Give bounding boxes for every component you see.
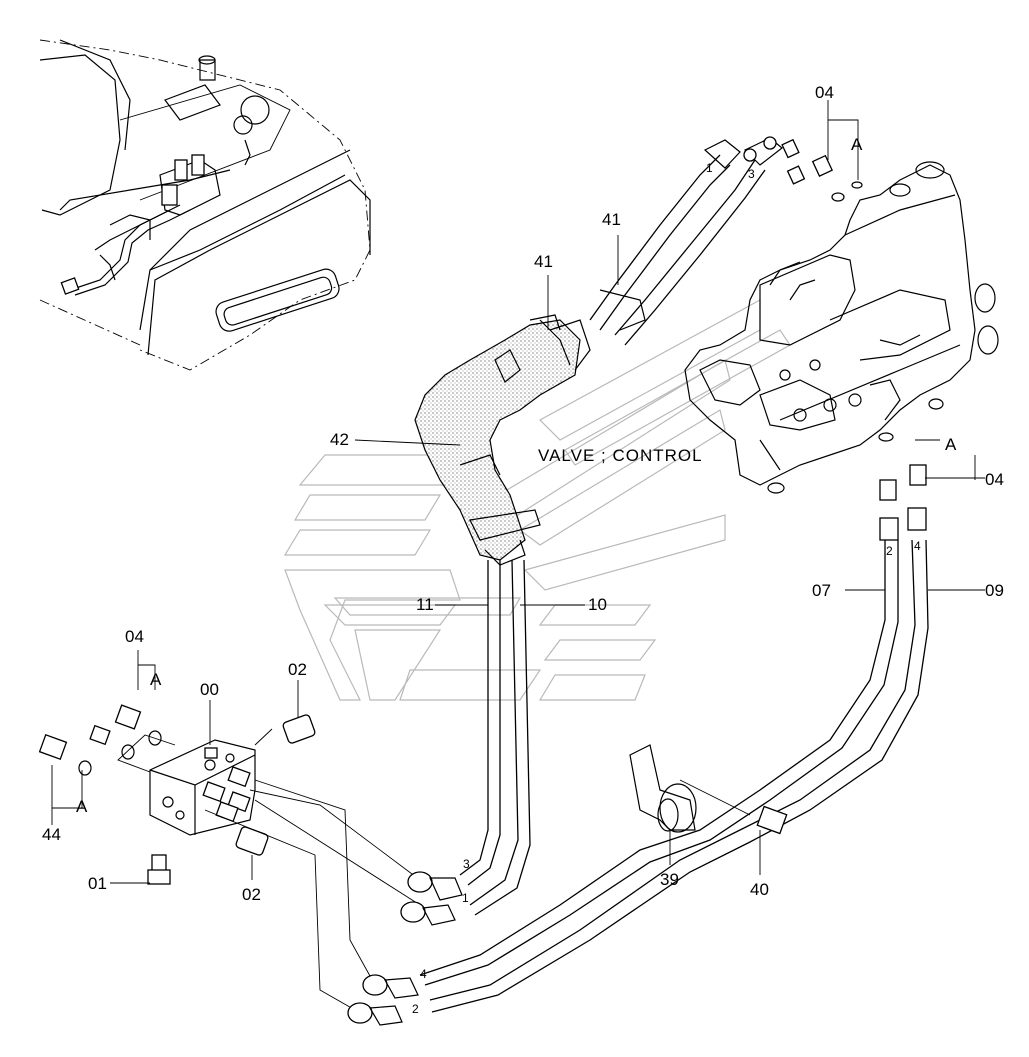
machine-body-sketch bbox=[39, 39, 371, 371]
callout-41-a: 41 bbox=[602, 210, 621, 229]
text-labels: VALVE ; CONTROL 04 04 04 41 41 42 11 10 … bbox=[42, 83, 1004, 1016]
callout-41-b: 41 bbox=[534, 252, 553, 271]
hose-number-3-bottom: 3 bbox=[463, 857, 470, 871]
ref-a-top: A bbox=[851, 135, 863, 154]
hose-number-4-right: 4 bbox=[914, 539, 921, 553]
right-fittings bbox=[879, 464, 927, 541]
lower-hoses bbox=[419, 539, 929, 1013]
upper-hoses bbox=[589, 136, 863, 346]
hose-number-4-bottom: 4 bbox=[420, 967, 427, 981]
control-valve bbox=[684, 161, 999, 494]
hose-number-1-bottom: 1 bbox=[462, 891, 469, 905]
bottom-end-fittings bbox=[347, 871, 463, 1026]
ref-a-right: A bbox=[945, 435, 957, 454]
callout-00: 00 bbox=[200, 680, 219, 699]
hose-number-1-top: 1 bbox=[706, 161, 713, 175]
watermark-logo bbox=[283, 298, 791, 701]
callout-42: 42 bbox=[330, 430, 349, 449]
hose-number-2-right: 2 bbox=[886, 544, 893, 558]
callout-04-right: 04 bbox=[985, 470, 1004, 489]
callout-01: 01 bbox=[88, 874, 107, 893]
callout-02-bottom: 02 bbox=[242, 885, 261, 904]
callout-40: 40 bbox=[750, 880, 769, 899]
leader-lines bbox=[51, 100, 985, 884]
callout-11: 11 bbox=[416, 595, 434, 614]
ref-a-left-top: A bbox=[150, 670, 162, 689]
ref-a-left-bottom: A bbox=[76, 797, 88, 816]
valve-control-label: VALVE ; CONTROL bbox=[538, 446, 703, 465]
hose-protector bbox=[414, 289, 646, 566]
callout-09: 09 bbox=[985, 581, 1004, 600]
callout-02-top: 02 bbox=[288, 660, 307, 679]
callout-04-top: 04 bbox=[815, 83, 834, 102]
hose-number-2-bottom: 2 bbox=[412, 1002, 419, 1016]
callout-39: 39 bbox=[660, 870, 679, 889]
hose-number-3-top: 3 bbox=[748, 167, 755, 181]
manifold-block bbox=[38, 704, 421, 1011]
callout-10: 10 bbox=[588, 595, 607, 614]
vertical-hoses bbox=[459, 559, 531, 916]
callout-07: 07 bbox=[812, 581, 831, 600]
callout-44: 44 bbox=[42, 825, 61, 844]
callout-04-left: 04 bbox=[125, 627, 144, 646]
hose-bracket bbox=[629, 744, 788, 835]
